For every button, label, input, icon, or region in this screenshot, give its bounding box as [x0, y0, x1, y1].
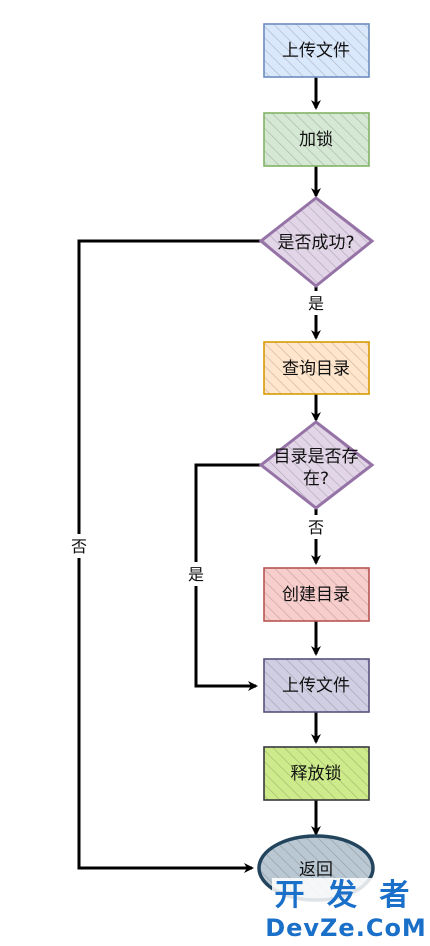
node-release-lock: 释放锁: [263, 746, 370, 801]
edge-success-no-to-return: [77, 239, 262, 873]
node-label: 上传文件: [282, 41, 350, 61]
watermark-logo: 开 发 者 DevZe.CoM: [265, 878, 427, 944]
edge-labels: 是 否 否 是: [67, 291, 328, 586]
edge-label-lock-no: 否: [71, 537, 87, 556]
node-label: 加锁: [299, 130, 333, 150]
decision-dir-exists: 目录是否存 在?: [258, 420, 375, 510]
node-upload-file-2: 上传文件: [263, 658, 370, 713]
node-label: 目录是否存: [274, 447, 359, 467]
node-label: 在?: [303, 469, 329, 489]
edge-label-exists-no: 否: [308, 518, 324, 537]
node-label: 是否成功?: [277, 233, 354, 253]
watermark-line1: 开 发 者: [275, 878, 416, 913]
edge-label-lock-yes: 是: [308, 294, 324, 313]
node-label: 创建目录: [282, 585, 350, 605]
node-upload-file-1: 上传文件: [263, 23, 370, 78]
node-label: 查询目录: [282, 359, 350, 379]
watermark-line2: DevZe.CoM: [265, 914, 427, 942]
node-label: 上传文件: [282, 676, 350, 696]
node-create-dir: 创建目录: [263, 567, 370, 622]
decision-lock-success: 是否成功?: [258, 196, 375, 288]
edge-label-exists-yes: 是: [188, 565, 204, 584]
node-label: 返回: [299, 860, 333, 880]
node-lock: 加锁: [263, 112, 370, 167]
node-label: 释放锁: [291, 764, 342, 784]
node-query-dir: 查询目录: [263, 341, 370, 395]
